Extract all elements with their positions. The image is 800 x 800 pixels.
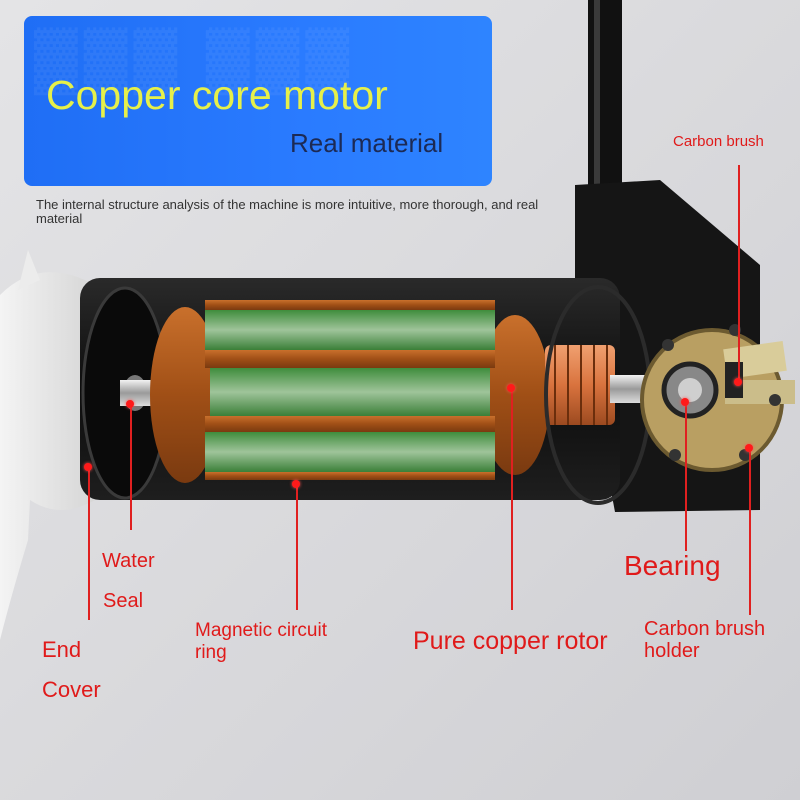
marker-rotor bbox=[507, 384, 515, 392]
label-seal: Seal bbox=[103, 590, 144, 612]
leader-line-magnetic-ring bbox=[296, 485, 298, 610]
label-end: End bbox=[42, 637, 82, 662]
marker-end-cover bbox=[84, 463, 92, 471]
label-cover: Cover bbox=[42, 677, 101, 702]
marker-bearing bbox=[681, 398, 689, 406]
marker-carbon-brush bbox=[734, 378, 742, 386]
leader-line-carbon-brush bbox=[738, 165, 740, 385]
intro-text: The internal structure analysis of the m… bbox=[36, 197, 539, 226]
label-bearing: Bearing bbox=[624, 550, 721, 581]
marker-water-seal bbox=[126, 400, 134, 408]
label-carbon-brush: Carbon brush bbox=[673, 133, 764, 150]
leader-line-rotor bbox=[511, 390, 513, 610]
leader-line-end-cover bbox=[88, 468, 90, 620]
leader-line-bearing bbox=[685, 403, 687, 551]
label-magnetic-line1: Magnetic circuit bbox=[195, 620, 327, 641]
label-holder-line2: holder bbox=[644, 640, 700, 662]
label-holder-line1: Carbon brush bbox=[644, 618, 766, 640]
label-rotor: Pure copper rotor bbox=[413, 627, 608, 655]
banner-title: Copper core motor bbox=[46, 72, 388, 118]
title-banner: ▓▓▓ ▓▓▓ Copper core motor Real material bbox=[24, 16, 492, 186]
label-water: Water bbox=[102, 550, 155, 572]
leader-line-water-seal bbox=[130, 405, 132, 530]
label-magnetic-line2: ring bbox=[195, 642, 227, 663]
banner-subtitle: Real material bbox=[290, 128, 444, 158]
marker-brush-holder bbox=[745, 444, 753, 452]
leader-line-brush-holder bbox=[749, 450, 751, 615]
marker-magnetic-ring bbox=[292, 480, 300, 488]
banner-watermark: ▓▓▓ ▓▓▓ bbox=[34, 23, 356, 90]
